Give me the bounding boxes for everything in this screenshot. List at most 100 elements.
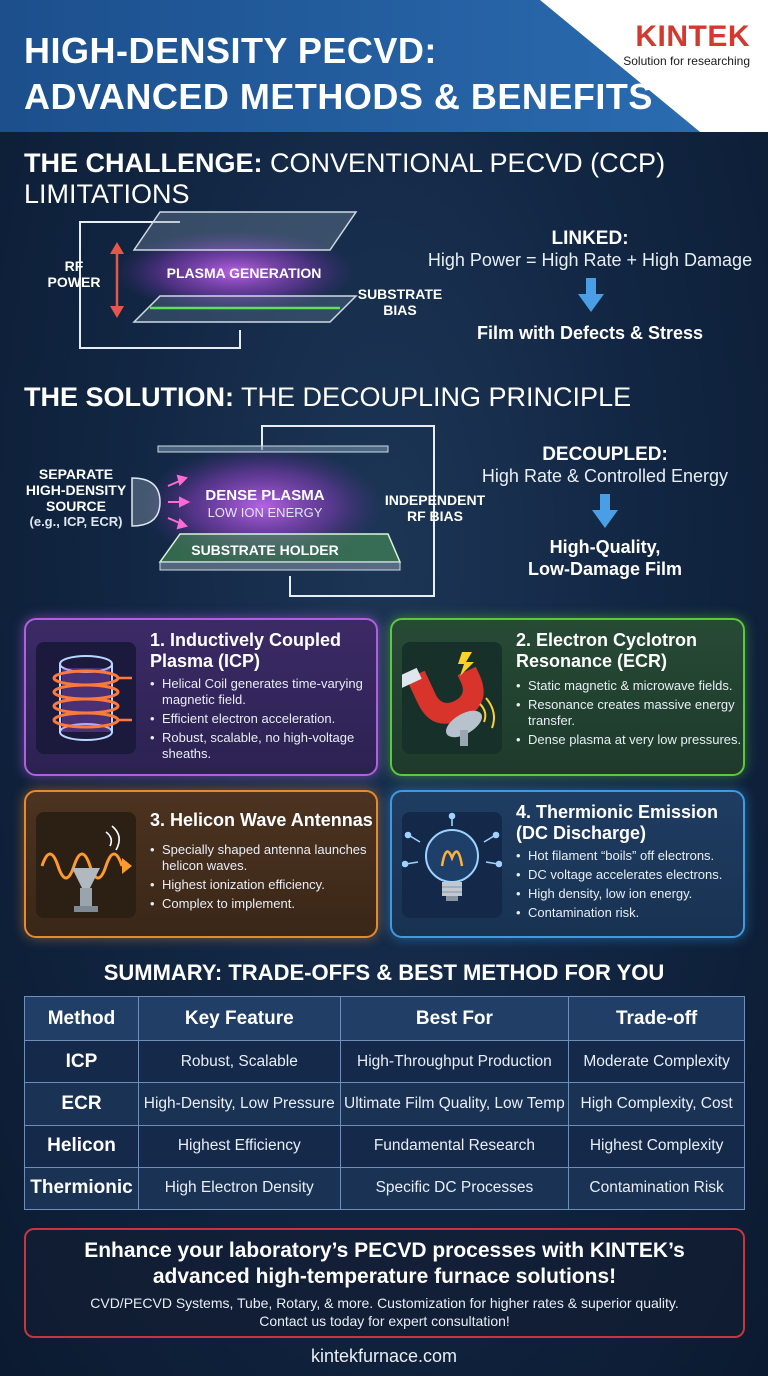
thermionic-bullets: Hot filament “boils” off electrons. DC v… xyxy=(516,848,740,924)
list-item: Resonance creates massive energy transfe… xyxy=(516,697,742,729)
substrate-holder-label: SUBSTRATE HOLDER xyxy=(191,542,339,558)
solution-result: High-Quality, Low-Damage Film xyxy=(450,536,760,580)
cta-headline-line-2: advanced high-temperature furnace soluti… xyxy=(152,1265,617,1288)
independent-bias-line-2: RF BIAS xyxy=(407,508,463,524)
plasma-generation-label: PLASMA GENERATION xyxy=(166,265,322,281)
table-cell: Ultimate Film Quality, Low Temp xyxy=(339,1082,570,1126)
list-item: Helical Coil generates time-varying magn… xyxy=(150,676,374,708)
antenna-wave-icon xyxy=(36,812,136,918)
cta-box[interactable]: Enhance your laboratory’s PECVD processe… xyxy=(24,1228,745,1338)
rf-power-label: RF POWER xyxy=(44,258,104,290)
summary-table: Method Key Feature Best For Trade-off IC… xyxy=(24,995,745,1211)
table-cell: Robust, Scalable xyxy=(137,1040,341,1084)
cta-subtext-line-2: Contact us today for expert consultation… xyxy=(259,1313,510,1329)
method-card-ecr[interactable]: 2. Electron Cyclotron Resonance (ECR) St… xyxy=(390,618,745,776)
ecr-title-line-1: 2. Electron Cyclotron xyxy=(516,630,698,650)
ecr-card-title: 2. Electron Cyclotron Resonance (ECR) xyxy=(516,630,740,672)
kintek-logo[interactable]: KINTEK Solution for researching xyxy=(540,0,768,132)
thermionic-title-line-2: (DC Discharge) xyxy=(516,823,647,843)
solution-title-rest: THE DECOUPLING PRINCIPLE xyxy=(241,382,632,412)
solution-result-line-2: Low-Damage Film xyxy=(527,559,683,579)
down-arrow-icon xyxy=(578,278,604,312)
table-row: ECR High-Density, Low Pressure Ultimate … xyxy=(24,1082,745,1126)
helicon-bullets: Specially shaped antenna launches helico… xyxy=(150,842,374,915)
cta-headline-line-1: Enhance your laboratory’s PECVD processe… xyxy=(84,1239,685,1262)
table-cell: Moderate Complexity xyxy=(568,1040,745,1084)
column-header: Best For xyxy=(339,995,570,1042)
solution-title-bold: THE SOLUTION: xyxy=(24,382,234,412)
helicon-card-title: 3. Helicon Wave Antennas xyxy=(150,810,373,830)
challenge-section-title: THE CHALLENGE: CONVENTIONAL PECVD (CCP) … xyxy=(24,148,768,210)
list-item: Static magnetic & microwave fields. xyxy=(516,678,742,694)
linked-heading: LINKED: xyxy=(551,228,629,249)
list-item: Hot filament “boils” off electrons. xyxy=(516,848,740,864)
table-row: Helicon Highest Efficiency Fundamental R… xyxy=(24,1124,745,1168)
table-header-row: Method Key Feature Best For Trade-off xyxy=(24,995,745,1042)
page-title-line-1: HIGH-DENSITY PECVD: xyxy=(24,30,437,71)
method-card-icp[interactable]: 1. Inductively Coupled Plasma (ICP) Heli… xyxy=(24,618,378,776)
icp-bullets: Helical Coil generates time-varying magn… xyxy=(150,676,374,765)
header: HIGH-DENSITY PECVD: ADVANCED METHODS & B… xyxy=(0,0,768,132)
table-cell: High Electron Density xyxy=(137,1166,341,1211)
list-item: Highest ionization efficiency. xyxy=(150,877,374,893)
source-label-line-3: SOURCE xyxy=(46,498,106,514)
substrate-bias-line-2: BIAS xyxy=(383,302,417,318)
table-cell: Helicon xyxy=(24,1124,139,1168)
list-item: DC voltage accelerates electrons. xyxy=(516,867,740,883)
table-cell: ECR xyxy=(24,1082,139,1126)
thermionic-card-title: 4. Thermionic Emission (DC Discharge) xyxy=(516,802,740,844)
list-item: High density, low ion energy. xyxy=(516,886,740,902)
low-ion-energy-label: LOW ION ENERGY xyxy=(207,505,323,520)
substrate-bias-line-1: SUBSTRATE xyxy=(357,286,443,302)
decoupled-text: High Rate & Controlled Energy xyxy=(481,466,729,486)
ccp-diagram xyxy=(79,211,358,349)
challenge-title-bold: THE CHALLENGE: xyxy=(24,148,263,178)
thermionic-title-line-1: 4. Thermionic Emission xyxy=(516,802,719,822)
source-examples: (e.g., ICP, ECR) xyxy=(29,514,123,529)
ecr-title-line-2: Resonance (ECR) xyxy=(516,651,668,671)
table-row: Thermionic High Electron Density Specifi… xyxy=(24,1166,745,1211)
dense-plasma-label: DENSE PLASMA xyxy=(205,487,325,504)
table-cell: ICP xyxy=(24,1040,139,1084)
logo-tagline: Solution for researching xyxy=(623,54,750,68)
independent-bias-label: INDEPENDENT RF BIAS xyxy=(380,492,490,524)
table-cell: Fundamental Research xyxy=(339,1124,570,1168)
list-item: Robust, scalable, no high-voltage sheath… xyxy=(150,730,374,762)
summary-title: SUMMARY: TRADE-OFFS & BEST METHOD FOR YO… xyxy=(103,960,665,985)
column-header: Method xyxy=(24,995,139,1042)
page-title-line-2: ADVANCED METHODS & BENEFITS xyxy=(24,76,653,117)
decoupling-diagram xyxy=(131,425,435,597)
down-arrow-icon xyxy=(592,494,618,528)
table-cell: Specific DC Processes xyxy=(339,1166,570,1211)
light-bulb-icon xyxy=(402,812,502,918)
method-card-helicon[interactable]: 3. Helicon Wave Antennas Specially shape… xyxy=(24,790,378,938)
challenge-result: Film with Defects & Stress xyxy=(476,323,704,343)
method-card-thermionic[interactable]: 4. Thermionic Emission (DC Discharge) Ho… xyxy=(390,790,745,938)
cta-subtext-line-1: CVD/PECVD Systems, Tube, Rotary, & more.… xyxy=(90,1295,679,1311)
column-header: Trade-off xyxy=(568,995,745,1042)
table-cell: Highest Complexity xyxy=(568,1124,745,1168)
logo-text: KINTEK xyxy=(635,20,750,53)
solution-result-line-1: High-Quality, xyxy=(549,537,661,557)
table-cell: High Complexity, Cost xyxy=(568,1082,745,1126)
icp-card-title: 1. Inductively Coupled Plasma (ICP) xyxy=(150,630,374,672)
table-cell: Thermionic xyxy=(24,1166,139,1211)
rf-power-line-1: RF xyxy=(64,258,84,274)
rf-power-line-2: POWER xyxy=(47,274,101,290)
list-item: Specially shaped antenna launches helico… xyxy=(150,842,374,874)
footer-link[interactable]: kintekfurnace.com xyxy=(310,1346,458,1366)
magnet-dish-icon xyxy=(402,642,502,754)
solution-section-title: THE SOLUTION: THE DECOUPLING PRINCIPLE xyxy=(24,382,631,413)
list-item: Contamination risk. xyxy=(516,905,740,921)
list-item: Dense plasma at very low pressures. xyxy=(516,732,742,748)
table-cell: Contamination Risk xyxy=(568,1166,745,1211)
source-label-line-2: HIGH-DENSITY xyxy=(25,482,127,498)
icp-title-line-2: Plasma (ICP) xyxy=(150,651,261,671)
column-header: Key Feature xyxy=(137,995,341,1042)
table-row: ICP Robust, Scalable High-Throughput Pro… xyxy=(24,1040,745,1084)
ecr-bullets: Static magnetic & microwave fields. Reso… xyxy=(516,678,742,751)
list-item: Efficient electron acceleration. xyxy=(150,711,374,727)
decoupled-heading: DECOUPLED: xyxy=(542,444,668,465)
table-cell: High-Density, Low Pressure xyxy=(137,1082,341,1126)
challenge-title-rest: CONVENTIONAL PECVD (CCP) LIMITATIONS xyxy=(24,148,666,209)
